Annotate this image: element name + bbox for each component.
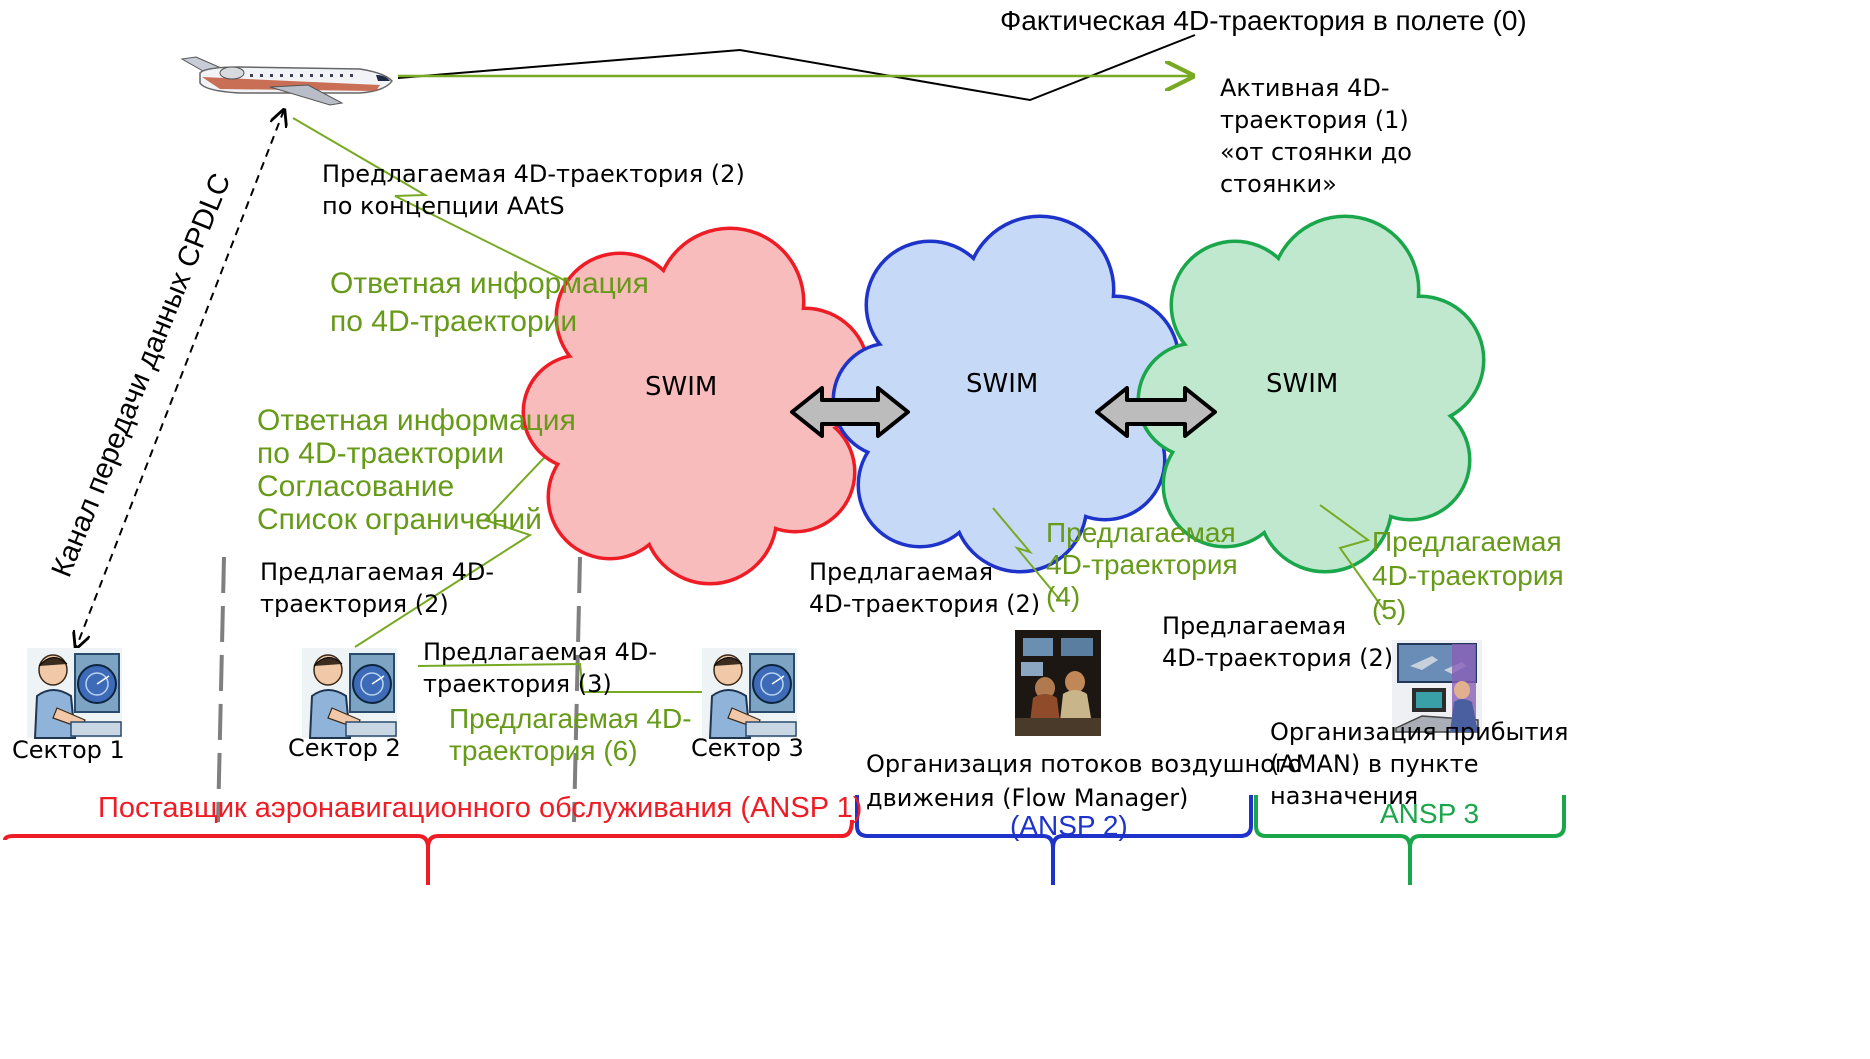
air-traffic-controller-icon [701,647,798,739]
cpdlc-datalink-arrow [76,110,284,648]
actual-trajectory-label: Фактическая 4D-траектория в полете (0) [1000,5,1527,36]
proposed-aman-out5-label: Предлагаемая 4D-траектория (5) [1372,526,1564,625]
sector-3-label: Сектор 3 [691,734,804,762]
ansp3-brace [1254,795,1566,885]
bidirectional-arrow-icon [790,386,910,438]
proposed-sector3-in-label: Предлагаемая 4D- траектория (3) [423,638,658,698]
proposed-flow-out4-label: Предлагаемая 4D-траектория (4) [1046,517,1238,612]
ansp1-brace [3,819,854,885]
sector2-sector3-connector [417,662,702,693]
air-traffic-controller-icon [301,647,398,739]
active-trajectory-label: Активная 4D- траектория (1) «от стоянки … [1220,74,1412,198]
actual-trajectory-line [397,34,1196,102]
proposed-sector-out6-label: Предлагаемая 4D- траектория (6) [449,703,692,766]
swim-label-1: SWIM [645,372,718,402]
bidirectional-arrow-icon [1095,386,1217,438]
aircraft-swim-connector [292,117,581,289]
response-info-middle-label: Ответная информация по 4D-траектории Сог… [257,404,576,536]
sector-1-label: Сектор 1 [12,736,125,764]
sector-divider [216,556,226,823]
swim-label-3: SWIM [1266,369,1339,399]
proposed-aats-label: Предлагаемая 4D-траектория (2) по концеп… [322,160,745,220]
sector2-swim-connector [354,419,581,648]
proposed-aman-in-label: Предлагаемая 4D-траектория (2) [1162,612,1394,672]
aman-label: Организация прибытия (AMAN) в пункте наз… [1270,718,1569,810]
ansp1-label: Поставщик аэронавигационного обслуживани… [98,792,863,824]
aircraft-icon [180,56,393,106]
aman-workstation-icon [1392,640,1482,733]
flow-manager-operators-icon [1015,630,1101,736]
aman-swim-connector [1319,504,1385,611]
flow-manager-label: Организация потоков воздушного движения … [866,750,1303,812]
proposed-sector2-label: Предлагаемая 4D- траектория (2) [260,558,495,618]
proposed-flow-in-label: Предлагаемая 4D-траектория (2) [809,558,1041,618]
flow-manager-swim-connector [992,507,1061,601]
sector-divider [572,556,582,823]
sector-2-label: Сектор 2 [288,734,401,762]
response-info-top-label: Ответная информация по 4D-траектории [330,267,649,338]
ansp2-label: (ANSP 2) [1010,810,1128,841]
ansp3-label: ANSP 3 [1380,798,1480,829]
air-traffic-controller-icon [26,647,123,739]
ansp2-brace [855,795,1253,885]
swim-label-2: SWIM [966,369,1039,399]
